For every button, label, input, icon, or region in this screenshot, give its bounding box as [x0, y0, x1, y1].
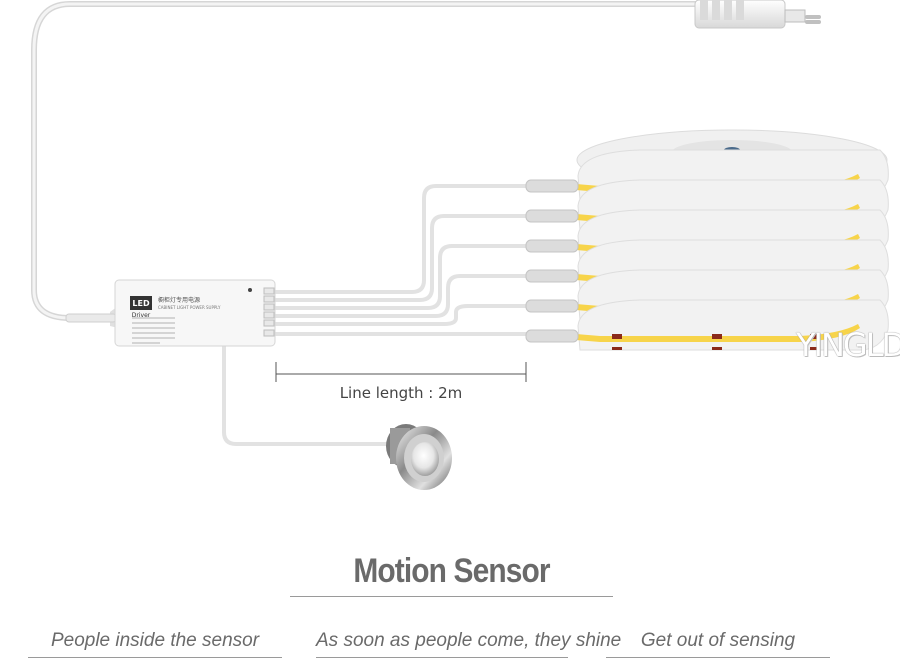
power-plug-icon: [694, 0, 821, 29]
driver-label-en: CABINET LIGHT POWER SUPPLY: [158, 305, 221, 310]
section-title: Motion Sensor: [353, 552, 550, 590]
title-divider: [290, 596, 613, 597]
strip-connector-5: [525, 299, 579, 313]
brand-watermark: YINGLD: [796, 326, 900, 364]
caption-people-come: As soon as people come, they shine: [316, 630, 622, 651]
driver-badge-line1: LED: [132, 299, 150, 308]
led-strip-6: [576, 299, 889, 351]
caption-people-inside: People inside the sensor: [50, 630, 260, 651]
line-length-label: Line length : 2m: [339, 384, 463, 402]
driver-badge-line2: Driver: [132, 312, 151, 319]
caption-get-out: Get out of sensing: [640, 630, 796, 651]
strip-connector-1: [525, 179, 579, 193]
strip-connector-4: [525, 269, 579, 283]
led-driver-box: LED Driver 橱柜灯专用电源 CABINET LIGHT POWER S…: [65, 279, 276, 347]
strip-connector-3: [525, 239, 579, 253]
dimension-line: [275, 362, 527, 382]
caption-divider-3: [606, 657, 830, 658]
driver-label-cn: 橱柜灯专用电源: [158, 296, 200, 304]
strip-connector-2: [525, 209, 579, 223]
motion-sensor-icon: [386, 424, 452, 490]
sensor-cable: [222, 345, 392, 446]
output-cables: [275, 184, 530, 336]
strip-connector-6: [525, 329, 579, 343]
caption-divider-2: [316, 657, 568, 658]
caption-divider-1: [28, 657, 282, 658]
